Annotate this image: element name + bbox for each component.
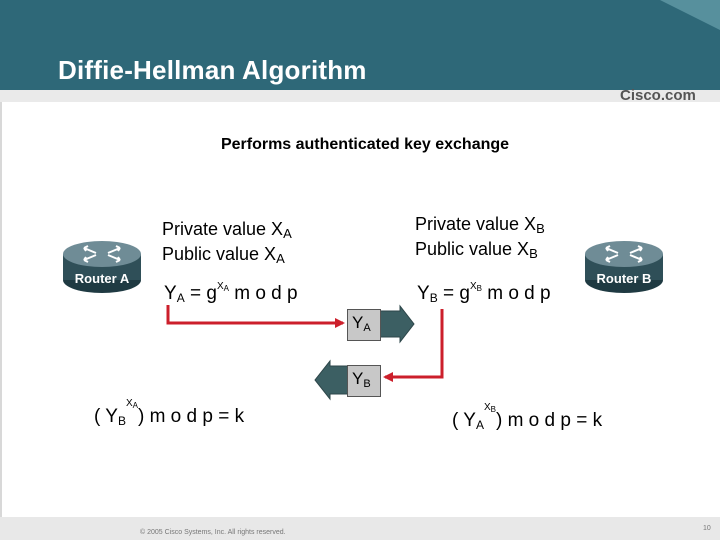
cisco-logo: Cisco.com: [620, 87, 696, 104]
router-b-label: Router B: [596, 271, 652, 286]
router-a-key-formula: ( YBXA) m o d p = k: [94, 398, 245, 428]
left-edge: [0, 102, 2, 517]
router-b-key-formula: ( YAXB) m o d p = k: [452, 402, 603, 432]
diagram-subtitle: Performs authenticated key exchange: [220, 136, 510, 153]
router-a-label: Router A: [74, 271, 130, 286]
copyright-text: © 2005 Cisco Systems, Inc. All rights re…: [140, 529, 286, 536]
header-strip: [0, 90, 720, 102]
packet-yb: [347, 365, 381, 397]
slide-title: Diffie-Hellman Algorithm: [58, 55, 367, 85]
page-number: 10: [703, 525, 711, 532]
footer-bar: [0, 517, 720, 540]
router-a-public-value: Public value XA: [162, 244, 285, 266]
packet-ya-arrowhead: [379, 304, 415, 344]
arrow-a-to-packet: [166, 305, 345, 328]
packet-ya-label: YA: [352, 313, 371, 334]
packet-ya: [347, 309, 381, 341]
arrow-b-to-packet: [383, 309, 444, 382]
packet-yb-label: YB: [352, 369, 371, 390]
header-decoration: [660, 0, 720, 30]
router-b-public-value: Public value XB: [415, 239, 538, 261]
router-b-private-value: Private value XB: [415, 214, 545, 236]
router-a-send-formula: YA = gXA m o d p: [164, 281, 298, 305]
router-a-icon: [63, 241, 141, 293]
router-b-send-formula: YB = gXB m o d p: [417, 281, 551, 305]
title-bar: Diffie-Hellman Algorithm: [0, 0, 720, 90]
router-b-icon: [585, 241, 663, 293]
packet-yb-arrowhead: [314, 359, 349, 401]
router-a-private-value: Private value XA: [162, 219, 292, 241]
